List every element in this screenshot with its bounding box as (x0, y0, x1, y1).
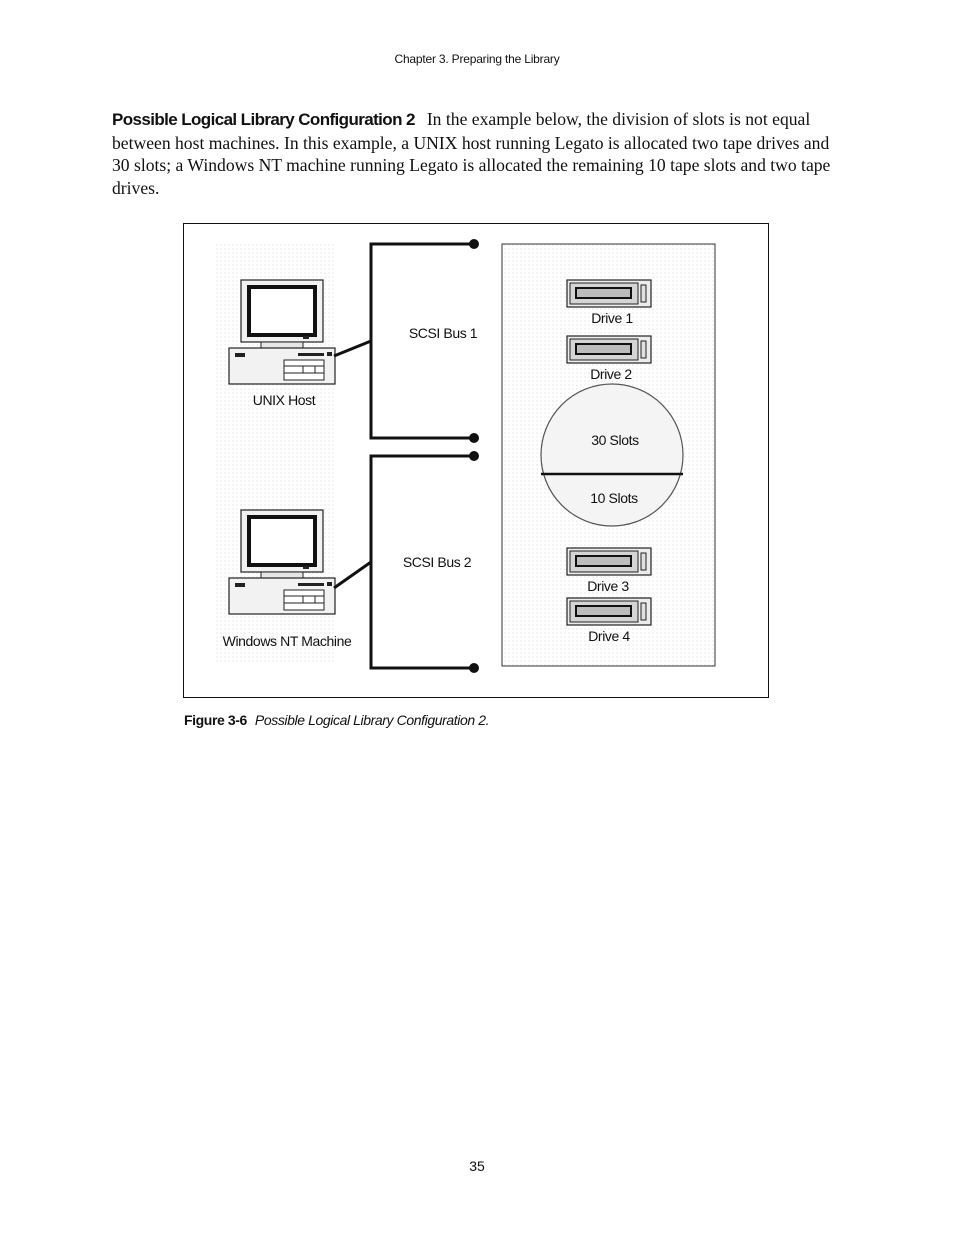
figure-caption: Figure 3-6 Possible Logical Library Confi… (184, 712, 489, 728)
bus-terminator (469, 663, 479, 673)
page-number: 35 (469, 1158, 485, 1174)
slots-circle (540, 383, 684, 527)
10-slots-label: 10 Slots (590, 490, 638, 506)
figure-caption-text: Possible Logical Library Configuration 2… (254, 712, 490, 728)
computer-icon (227, 508, 337, 616)
paragraph-lead-in: Possible Logical Library Configuration 2 (112, 110, 415, 129)
paragraph-text: In the example below, the division of sl… (112, 109, 831, 198)
figure-3-6: UNIX Host Windows NT Machine SCSI Bus 1 … (183, 223, 769, 698)
running-head: Chapter 3. Preparing the Library (394, 52, 560, 66)
tape-drive-icon (566, 335, 652, 364)
scsi-bus-2-line (333, 454, 474, 670)
30-slots-label: 30 Slots (591, 432, 639, 448)
bus-terminator (469, 239, 479, 249)
bus-terminator (469, 433, 479, 443)
unix-host-label: UNIX Host (253, 392, 316, 408)
scsi-bus-1-line (333, 242, 474, 440)
figure-number: Figure 3-6 (184, 712, 247, 728)
drive-2-label: Drive 2 (590, 366, 632, 382)
scsi-bus-1-label: SCSI Bus 1 (409, 325, 478, 341)
library-diagram: UNIX Host Windows NT Machine SCSI Bus 1 … (214, 239, 716, 673)
bus-terminator (469, 451, 479, 461)
drive-1-label: Drive 1 (591, 310, 633, 326)
drive-3-label: Drive 3 (587, 578, 629, 594)
tape-drive-icon (566, 547, 652, 576)
body-paragraph: Possible Logical Library Configuration 2… (112, 108, 840, 199)
drive-4-label: Drive 4 (588, 628, 630, 644)
scsi-bus-2-label: SCSI Bus 2 (403, 554, 472, 570)
tape-drive-icon (566, 597, 652, 626)
computer-icon (227, 278, 337, 386)
tape-drive-icon (566, 279, 652, 308)
windows-nt-machine-label: Windows NT Machine (223, 633, 352, 649)
